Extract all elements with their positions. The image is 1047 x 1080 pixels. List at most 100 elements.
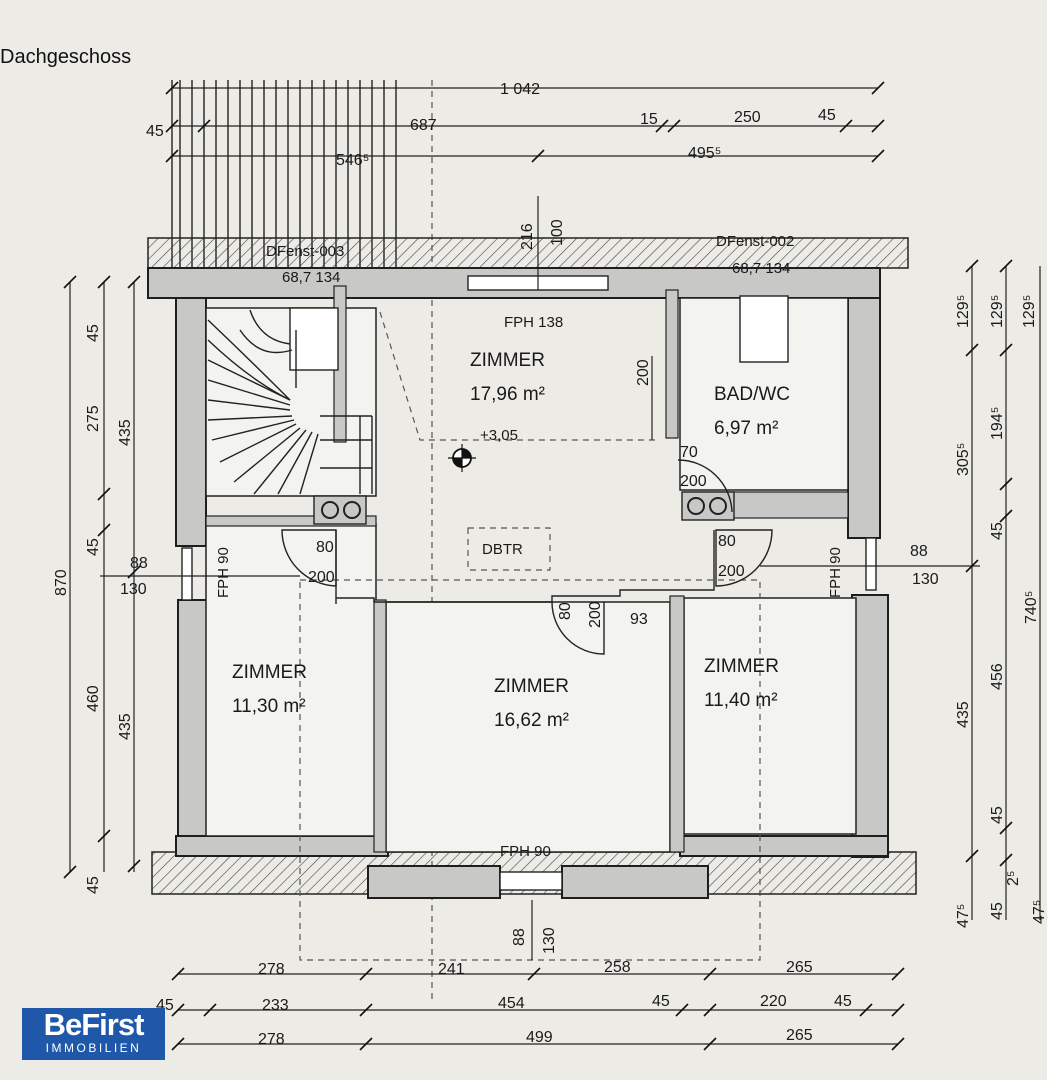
dim-label: 129⁵ xyxy=(989,295,1006,328)
dim-label: 88 xyxy=(130,555,148,572)
dim-label: 546⁵ xyxy=(336,152,369,169)
dim-label: 45 xyxy=(818,107,836,124)
dim-label: 275 xyxy=(85,405,102,432)
logo-brand: BeFirst xyxy=(43,1007,145,1042)
right-dimensions: 129⁵ 129⁵ 129⁵ 305⁵ 194⁵ 45 435 456 740⁵… xyxy=(910,295,1047,928)
dim-label: 1 042 xyxy=(500,81,540,98)
dim-label: 687 xyxy=(410,117,437,134)
walls xyxy=(147,267,889,899)
company-logo: BeFirst IMMOBILIEN xyxy=(22,1008,165,1060)
left-dimensions: 870 45 275 45 460 45 435 435 88 130 xyxy=(53,324,148,894)
dim-label: 200 xyxy=(635,359,652,386)
dim-label: 435 xyxy=(117,419,134,446)
dim-label: 454 xyxy=(498,995,525,1012)
fph-label: FPH 138 xyxy=(504,314,563,331)
dim-label: 200 xyxy=(718,563,745,580)
dim-label: 278 xyxy=(258,961,285,978)
dim-label: 80 xyxy=(718,533,736,550)
dim-label: 15 xyxy=(640,111,658,128)
room-area: 6,97 m² xyxy=(714,418,778,439)
interior-walls xyxy=(205,285,857,853)
dim-label: 88 xyxy=(910,543,928,560)
dim-label: 200 xyxy=(587,601,604,628)
dbtr-label: DBTR xyxy=(482,541,523,558)
dim-label: 216 xyxy=(519,223,536,250)
dim-label: 45 xyxy=(834,993,852,1010)
room-area: 17,96 m² xyxy=(470,384,545,405)
dim-label: 305⁵ xyxy=(955,443,972,476)
room-name: ZIMMER xyxy=(704,656,779,677)
dim-label: 80 xyxy=(316,539,334,556)
room-name: BAD/WC xyxy=(714,384,790,405)
dim-label: 45 xyxy=(146,123,164,140)
dim-label: 100 xyxy=(549,219,566,246)
dim-label: 130 xyxy=(541,927,558,954)
plan-labels: FPH 138 +3,05 DBTR FPH 90 FPH 90 FPH 90 … xyxy=(215,233,844,860)
dim-label: 233 xyxy=(262,997,289,1014)
fph-label: FPH 90 xyxy=(215,547,232,598)
dim-label: 45 xyxy=(989,806,1006,824)
dim-label: 47⁵ xyxy=(955,904,972,928)
dim-label: 258 xyxy=(604,959,631,976)
room-labels: ZIMMER 17,96 m² BAD/WC 6,97 m² ZIMMER 11… xyxy=(232,350,790,731)
dim-label: 265 xyxy=(786,959,813,976)
logo-subtitle: IMMOBILIEN xyxy=(45,1041,142,1055)
fph-label: FPH 90 xyxy=(500,843,551,860)
dim-label: 129⁵ xyxy=(1021,295,1038,328)
top-dimensions: 1 042 45 687 15 250 45 546⁵ 495⁵ 216 100… xyxy=(146,81,836,386)
roof-top-band xyxy=(147,237,909,269)
dim-label: 45 xyxy=(989,902,1006,920)
dim-label: 88 xyxy=(511,928,528,946)
window-size: 68,7 134 xyxy=(282,269,340,286)
dim-label: 495⁵ xyxy=(688,145,721,162)
dim-label: 265 xyxy=(786,1027,813,1044)
dim-label: 80 xyxy=(557,602,574,620)
dim-label: 45 xyxy=(989,522,1006,540)
inner-dimensions: 70 200 80 200 80 200 80 200 93 88 130 xyxy=(308,444,745,954)
level-marker-icon xyxy=(448,444,476,472)
dim-label: 70 xyxy=(680,444,698,461)
window-label: DFenst-003 xyxy=(266,243,344,260)
dim-label: 194⁵ xyxy=(989,407,1006,440)
fph-label: FPH 90 xyxy=(827,547,844,598)
dim-label: 45 xyxy=(85,538,102,556)
dim-label: 45 xyxy=(652,993,670,1010)
room-name: ZIMMER xyxy=(494,676,569,697)
dim-label: 460 xyxy=(85,685,102,712)
dim-label: 129⁵ xyxy=(955,295,972,328)
dim-label: 2⁵ xyxy=(1005,870,1022,886)
dim-label: 130 xyxy=(120,581,147,598)
room-name: ZIMMER xyxy=(232,662,307,683)
dim-label: 47⁵ xyxy=(1031,900,1047,924)
room-name: ZIMMER xyxy=(470,350,545,371)
window-size: 68,7 134 xyxy=(732,260,790,277)
window-label: DFenst-002 xyxy=(716,233,794,250)
bottom-dimensions: 278 241 258 265 45 233 454 45 220 45 278… xyxy=(156,959,852,1048)
dim-label: 45 xyxy=(85,324,102,342)
room-area: 16,62 m² xyxy=(494,710,569,731)
level-label: +3,05 xyxy=(480,427,518,444)
room-area: 11,40 m² xyxy=(704,690,778,711)
dim-label: 740⁵ xyxy=(1023,591,1040,624)
dim-label: 45 xyxy=(85,876,102,894)
dim-label: 278 xyxy=(258,1031,285,1048)
dim-label: 130 xyxy=(912,571,939,588)
dim-label: 250 xyxy=(734,109,761,126)
dim-label: 241 xyxy=(438,961,465,978)
room-area: 11,30 m² xyxy=(232,696,306,717)
dim-label: 499 xyxy=(526,1029,553,1046)
dim-label: 220 xyxy=(760,993,787,1010)
door-swings xyxy=(281,459,773,655)
dim-label: 870 xyxy=(53,569,70,596)
staircase xyxy=(207,309,373,495)
dim-label: 93 xyxy=(630,611,648,628)
dim-label: 456 xyxy=(989,663,1006,690)
dim-label: 435 xyxy=(117,713,134,740)
dim-label: 200 xyxy=(680,473,707,490)
dim-label: 435 xyxy=(955,701,972,728)
dim-label: 200 xyxy=(308,569,335,586)
dimension-lines xyxy=(63,81,1041,1051)
plan-heading: Dachgeschoss xyxy=(0,46,132,68)
corridor-outline xyxy=(299,311,761,961)
